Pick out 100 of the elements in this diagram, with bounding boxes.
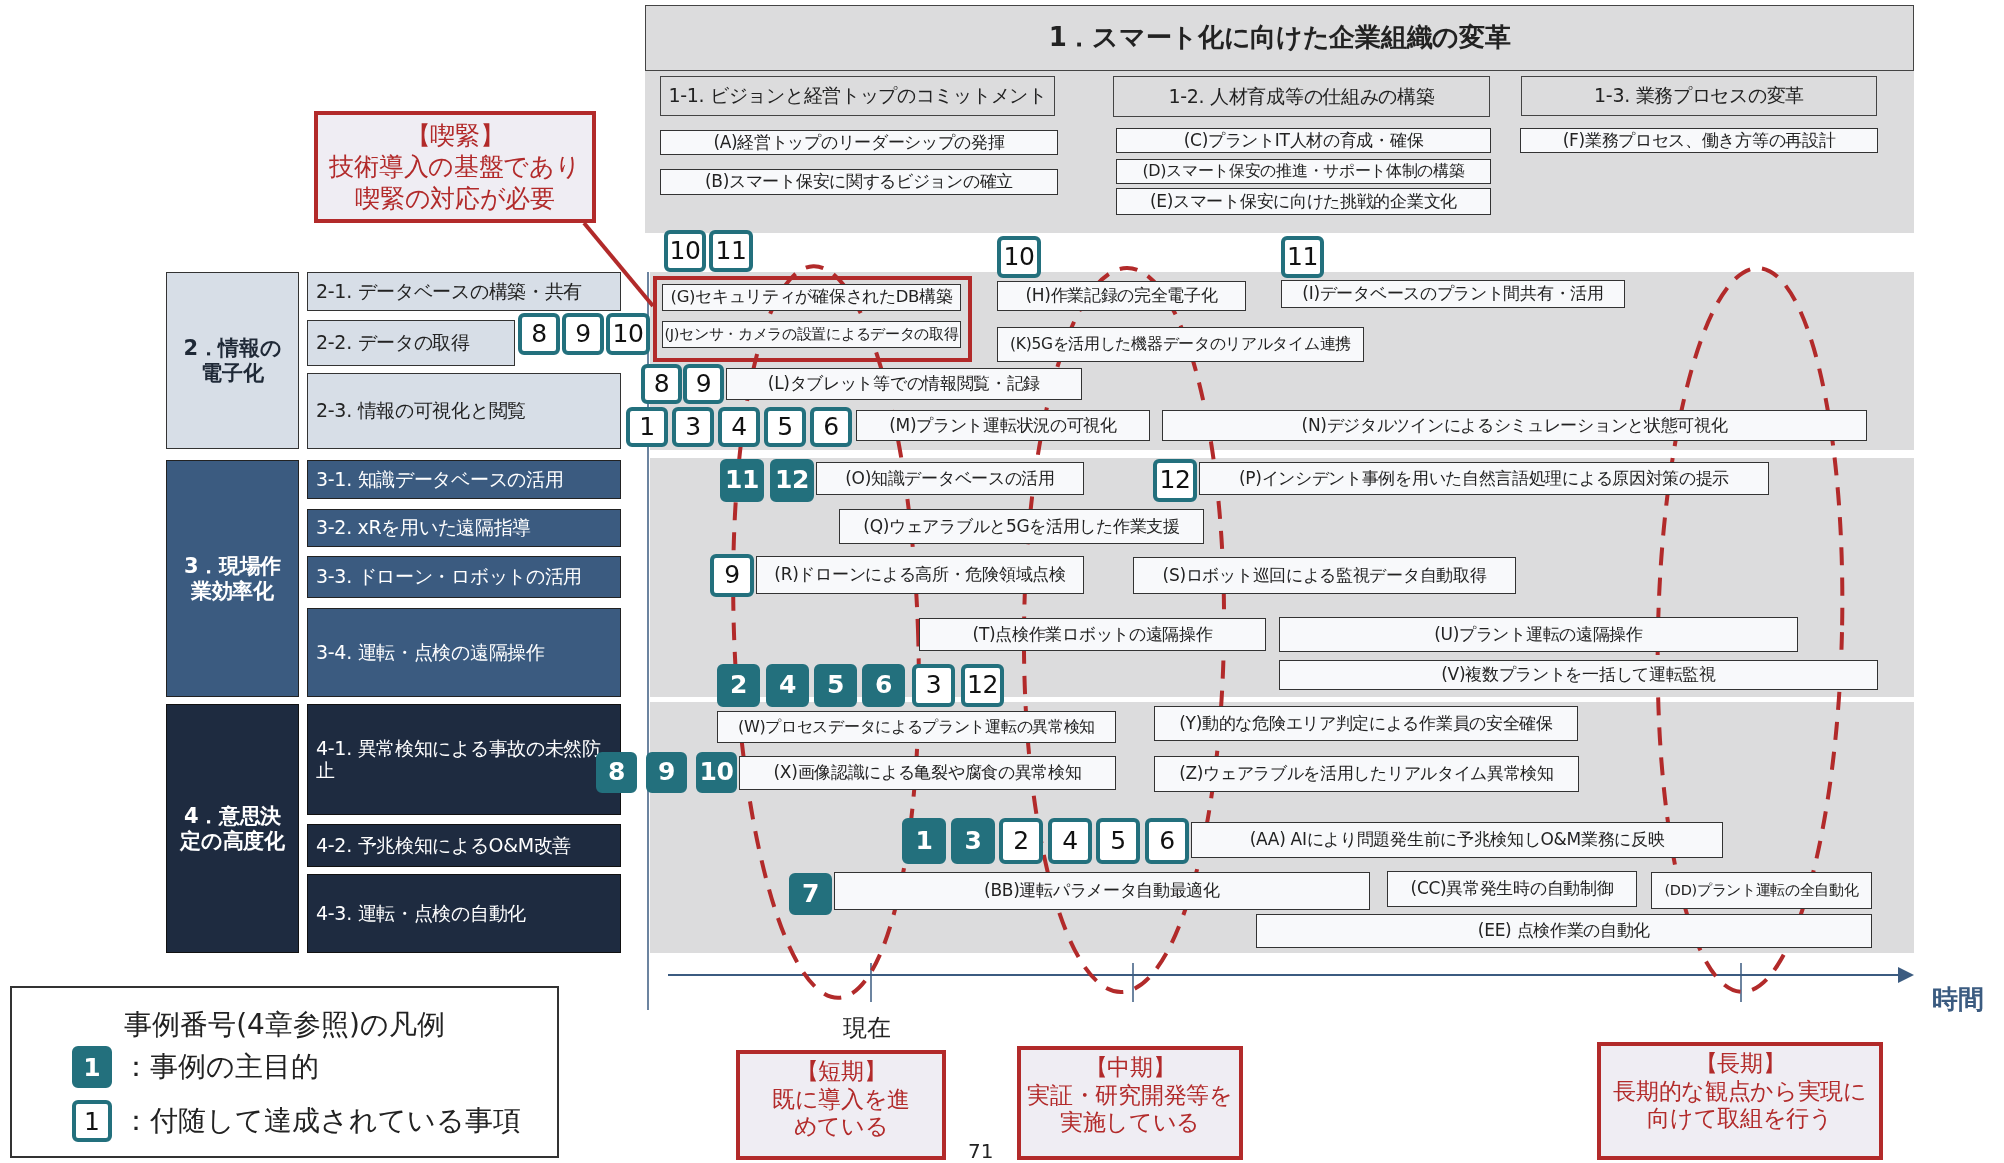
case-number-badge: 8 (518, 313, 560, 355)
case-number-badge: 6 (810, 407, 852, 447)
case-number-badge: 11 (1281, 236, 1324, 278)
measure-box: (Z)ウェアラブルを活用したリアルタイム異常検知 (1154, 756, 1579, 792)
subcategory-box: 2-2. データの取得 (307, 320, 515, 366)
section-box: 4．意思決定の高度化 (166, 704, 299, 953)
measure-box: (S)ロボット巡回による監視データ自動取得 (1133, 557, 1516, 594)
case-number-badge: 11 (720, 459, 764, 502)
category-box: 1-3. 業務プロセスの変革 (1521, 76, 1877, 116)
measure-box: (X)画像認識による亀裂や腐食の異常検知 (739, 756, 1116, 790)
measure-box: (W)プロセスデータによるプラント運転の異常検知 (717, 711, 1116, 743)
highlight-frame (653, 276, 972, 362)
measure-box: (K)5Gを活用した機器データのリアルタイム連携 (997, 327, 1364, 362)
measure-box: (U)プラント運転の遠隔操作 (1279, 617, 1798, 652)
legend-sample-badge: 1 (72, 1046, 112, 1088)
case-number-badge: 9 (646, 752, 687, 793)
category-box: 1-1. ビジョンと経営トップのコミットメント (660, 76, 1055, 116)
measure-box: (N)デジタルツインによるシミュレーションと状態可視化 (1162, 410, 1867, 441)
category-box: 1-2. 人材育成等の仕組みの構築 (1113, 76, 1490, 117)
period-heading: 【短期】 (795, 1058, 887, 1086)
measure-box: (Q)ウェアラブルと5Gを活用した作業支援 (839, 509, 1204, 544)
measure-box: (P)インシデント事例を用いた自然言語処理による原因対策の提示 (1199, 462, 1769, 495)
case-number-badge: 12 (770, 459, 814, 502)
case-number-badge: 1 (902, 818, 946, 864)
measure-box: (H)作業記録の完全電子化 (997, 281, 1246, 311)
measure-box: (L)タブレット等での情報閲覧・記録 (726, 368, 1082, 400)
case-number-badge: 10 (696, 752, 737, 793)
subcategory-box: 3-2. xRを用いた遠隔指導 (307, 509, 621, 547)
case-number-badge: 3 (672, 407, 714, 447)
case-number-badge: 12 (1153, 459, 1197, 502)
subcategory-box: 3-4. 運転・点検の遠隔操作 (307, 608, 621, 697)
case-number-badge: 9 (562, 313, 604, 355)
case-number-badge: 10 (606, 313, 650, 355)
section-box: 2．情報の電子化 (166, 272, 299, 449)
case-number-badge: 5 (814, 664, 857, 707)
period-box (736, 1050, 946, 1160)
measure-box: (O)知識データベースの活用 (816, 462, 1084, 495)
page-number: 71 (968, 1141, 994, 1161)
case-number-badge: 4 (766, 664, 809, 707)
measure-box: (E)スマート保安に向けた挑戦的企業文化 (1116, 188, 1491, 215)
measure-box: (R)ドローンによる高所・危険領域点検 (756, 556, 1084, 594)
measure-box: (DD)プラント運転の全自動化 (1651, 872, 1872, 909)
measure-box: (C)プラントIT人材の育成・確保 (1116, 128, 1491, 153)
section-panel (645, 5, 1914, 233)
measure-box: (T)点検作業ロボットの遠隔操作 (919, 618, 1266, 651)
case-number-badge: 2 (717, 664, 760, 707)
case-number-badge: 6 (1145, 818, 1189, 864)
case-number-badge: 6 (862, 664, 905, 707)
callout-heading: 【喫緊】 (405, 120, 505, 152)
case-number-badge: 7 (789, 873, 832, 915)
case-number-badge: 11 (709, 230, 753, 272)
measure-box: (CC)異常発生時の自動制御 (1387, 871, 1637, 907)
measure-box: (J)センサ・カメラの設置によるデータの取得 (662, 321, 961, 348)
measure-box: (B)スマート保安に関するビジョンの確立 (660, 169, 1058, 195)
subcategory-box: 4-2. 予兆検知によるO&M改善 (307, 824, 621, 867)
case-number-badge: 12 (961, 664, 1004, 707)
measure-box: (D)スマート保安の推進・サポート体制の構築 (1116, 159, 1491, 184)
legend-title: 事例番号(4章参照)の凡例 (123, 1007, 446, 1043)
legend-text: ：事例の主目的 (122, 1049, 319, 1085)
legend-sample-badge: 1 (72, 1100, 112, 1142)
period-heading: 【中期】 (1084, 1054, 1176, 1082)
measure-box: (I)データベースのプラント間共有・活用 (1281, 280, 1625, 308)
case-number-badge: 5 (1096, 818, 1140, 864)
subcategory-box: 2-3. 情報の可視化と閲覧 (307, 373, 621, 449)
section-heading: 1．スマート化に向けた企業組織の変革 (645, 5, 1914, 71)
subcategory-box: 3-1. 知識データベースの活用 (307, 460, 621, 499)
measure-box: (EE) 点検作業の自動化 (1256, 914, 1872, 948)
period-text: 長期的な観点から実現に向けて取組を行う (1612, 1077, 1868, 1133)
case-number-badge: 9 (710, 554, 754, 597)
case-number-badge: 3 (951, 818, 995, 864)
measure-box: (Y)動的な危険エリア判定による作業員の安全確保 (1154, 706, 1578, 741)
case-number-badge: 5 (764, 407, 806, 447)
period-box (1017, 1046, 1243, 1160)
case-number-badge: 9 (683, 364, 724, 404)
measure-box: (G)セキュリティが確保されたDB構築 (662, 284, 961, 311)
measure-box: (V)複数プラントを一括して運転監視 (1279, 660, 1878, 690)
case-number-badge: 4 (718, 407, 760, 447)
case-number-badge: 1 (626, 407, 668, 447)
case-number-badge: 4 (1048, 818, 1092, 864)
measure-box: (F)業務プロセス、働き方等の再設計 (1520, 128, 1878, 153)
callout-text: 技術導入の基盤であり喫緊の対応が必要 (328, 151, 582, 214)
measure-box: (M)プラント運転状況の可視化 (856, 410, 1150, 441)
callout-box (314, 111, 596, 223)
leader-line (582, 221, 655, 308)
measure-box: (A)経営トップのリーダーシップの発揮 (660, 130, 1058, 155)
period-text: 既に導入を進めている (770, 1085, 912, 1141)
period-text: 実証・研究開発等を実施している (1026, 1081, 1234, 1137)
legend-text: ：付随して達成されている事項 (122, 1103, 521, 1139)
case-number-badge: 3 (912, 664, 955, 707)
section-box: 3．現場作業効率化 (166, 460, 299, 697)
subcategory-box: 3-3. ドローン・ロボットの活用 (307, 556, 621, 598)
case-number-badge: 10 (664, 230, 706, 272)
subcategory-box: 2-1. データベースの構築・共有 (307, 272, 621, 311)
case-number-badge: 8 (641, 364, 682, 404)
case-number-badge: 2 (999, 818, 1043, 864)
subcategory-box: 4-3. 運転・点検の自動化 (307, 874, 621, 953)
measure-box: (BB)運転パラメータ自動最適化 (834, 872, 1370, 910)
axis-label: 時間 (1932, 986, 1984, 1012)
measure-box: (AA) AIにより問題発生前に予兆検知しO&M業務に反映 (1191, 822, 1723, 858)
case-number-badge: 10 (997, 236, 1041, 278)
